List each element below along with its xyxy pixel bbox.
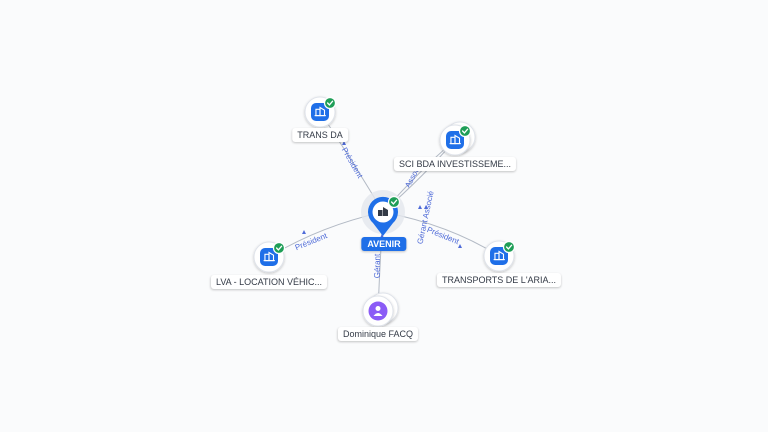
building-icon xyxy=(493,250,505,261)
edge-arrow xyxy=(302,230,306,234)
node-label-sci-bda[interactable]: SCI BDA INVESTISSEME... xyxy=(393,157,517,171)
verified-check-icon xyxy=(387,195,401,209)
edge-label-trans_da: Président xyxy=(340,146,365,180)
node-label-transports[interactable]: TRANSPORTS DE L'ARIA... xyxy=(436,273,562,287)
graph-node-sci_bda[interactable] xyxy=(439,121,476,156)
node-label-trans-da[interactable]: TRANS DA xyxy=(292,128,348,142)
graph-node-transports[interactable] xyxy=(483,240,516,272)
verified-check-icon xyxy=(502,240,516,254)
verified-check-icon xyxy=(323,96,337,110)
edge-arrow xyxy=(424,205,428,209)
building-icon xyxy=(449,134,461,145)
building-icon xyxy=(378,207,388,216)
edge-arrow xyxy=(342,141,346,145)
person-icon xyxy=(373,306,383,316)
graph-node-lva[interactable] xyxy=(253,241,286,273)
graph-node-avenir[interactable] xyxy=(361,190,405,236)
edge-label-sci_bda: Gérant Associé xyxy=(416,189,436,244)
graph-node-trans_da[interactable] xyxy=(304,96,337,128)
building-icon xyxy=(314,106,326,117)
verified-check-icon xyxy=(458,124,472,138)
verified-check-icon xyxy=(272,241,286,255)
graph-node-dominique[interactable] xyxy=(362,292,399,327)
node-label-dominique[interactable]: Dominique FACQ xyxy=(337,327,419,341)
edge-label-lva: Président xyxy=(294,231,329,252)
edge-label-dominique: Gérant xyxy=(373,253,382,278)
node-label-avenir[interactable]: AVENIR xyxy=(361,237,407,251)
building-icon xyxy=(263,251,275,262)
edge-arrow xyxy=(458,244,462,248)
edge-arrow xyxy=(418,205,422,209)
node-label-lva[interactable]: LVA - LOCATION VÉHIC... xyxy=(210,275,328,289)
